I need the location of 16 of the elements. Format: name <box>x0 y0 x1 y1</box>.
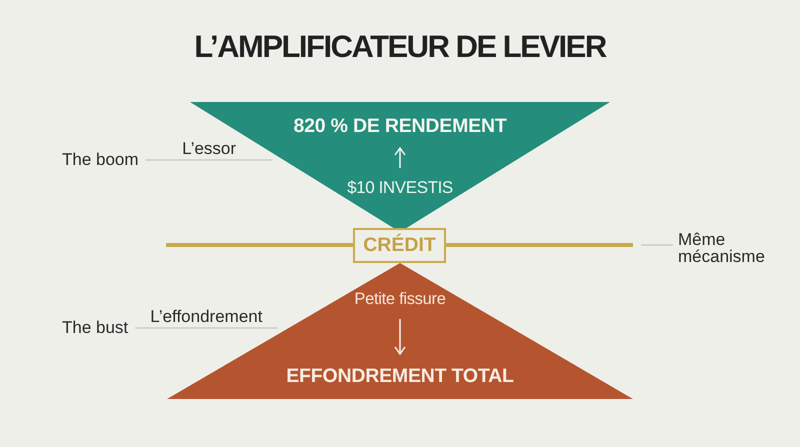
leader-line <box>641 244 673 246</box>
side-label: The bust <box>62 317 128 339</box>
triangle-text: $10 INVESTIS <box>347 178 453 198</box>
horizontal-bar <box>166 243 353 247</box>
arrow <box>394 319 406 355</box>
triangle-text: Petite fissure <box>354 289 446 309</box>
triangle-heading: EFFONDREMENT TOTAL <box>286 364 514 388</box>
horizontal-bar <box>446 243 633 247</box>
label-box: CRÉDIT <box>353 228 446 263</box>
leader-line <box>135 327 278 329</box>
arrow <box>394 147 406 168</box>
side-label: Même mécanisme <box>678 231 774 265</box>
triangle-heading: 820 % DE RENDEMENT <box>293 114 507 138</box>
side-label: The boom <box>62 149 139 171</box>
leader-line <box>146 159 273 161</box>
title: L’AMPLIFICATEUR DE LEVIER <box>194 28 606 66</box>
